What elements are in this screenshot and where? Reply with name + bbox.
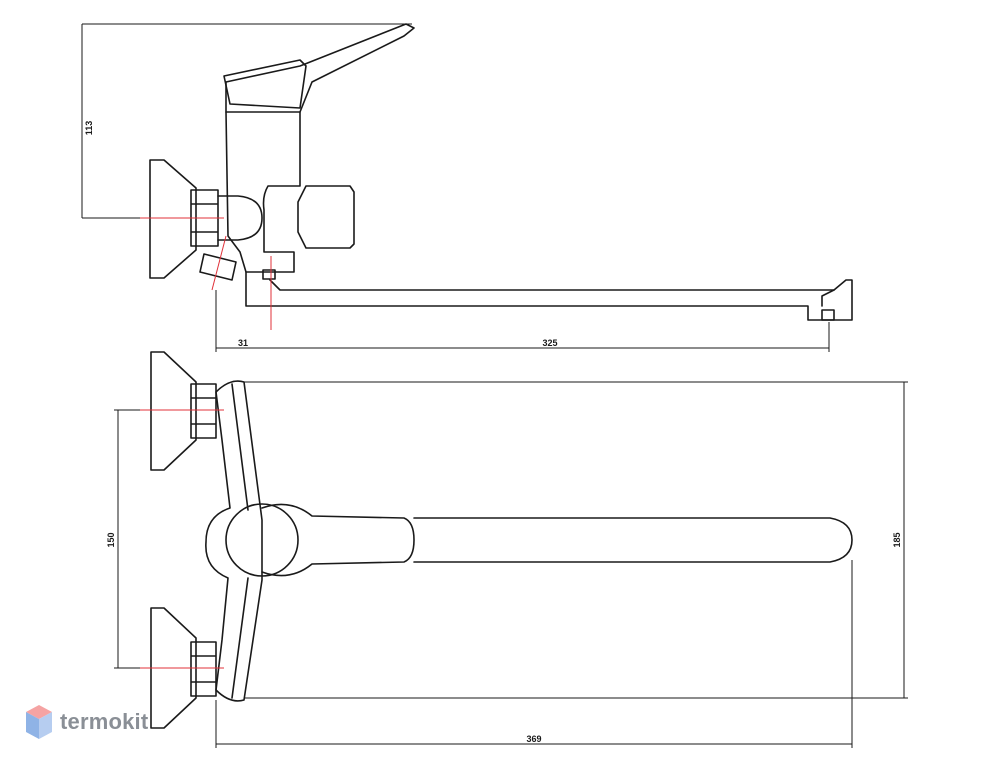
front-view: 150 185 369 bbox=[106, 351, 908, 748]
dim-31-label: 31 bbox=[238, 338, 248, 348]
front-flange-bottom bbox=[150, 607, 197, 729]
front-spout bbox=[413, 517, 853, 563]
side-spout bbox=[245, 271, 853, 321]
dim-369-label: 369 bbox=[526, 734, 541, 744]
termokit-logo-icon bbox=[26, 705, 52, 739]
front-nut-top bbox=[190, 383, 217, 439]
front-nut-bottom bbox=[190, 641, 217, 697]
side-diverter-knob bbox=[297, 185, 355, 249]
side-eccentric bbox=[217, 195, 263, 241]
front-body-rail bbox=[205, 380, 263, 702]
side-aerator bbox=[821, 289, 835, 321]
side-lever-handle bbox=[225, 23, 415, 113]
front-cartridge bbox=[225, 503, 299, 577]
side-hex-nut bbox=[190, 189, 219, 247]
front-body-inner bbox=[231, 383, 249, 699]
watermark: termokit bbox=[24, 703, 148, 741]
side-wall-flange bbox=[149, 159, 197, 279]
dim-185-label: 185 bbox=[892, 532, 902, 547]
watermark-text: termokit bbox=[60, 709, 149, 734]
side-screw bbox=[262, 269, 276, 280]
side-mixer-body bbox=[225, 111, 301, 273]
side-view: 113 31 325 bbox=[81, 23, 853, 352]
dim-150-label: 150 bbox=[106, 532, 116, 547]
front-flange-top bbox=[150, 351, 197, 471]
side-inlet-stub bbox=[199, 253, 237, 281]
front-handle bbox=[261, 503, 415, 577]
side-centerline-inlet bbox=[211, 235, 227, 291]
side-lever-cap bbox=[223, 59, 307, 109]
dim-113-label: 113 bbox=[84, 121, 94, 136]
dim-325-label: 325 bbox=[542, 338, 557, 348]
